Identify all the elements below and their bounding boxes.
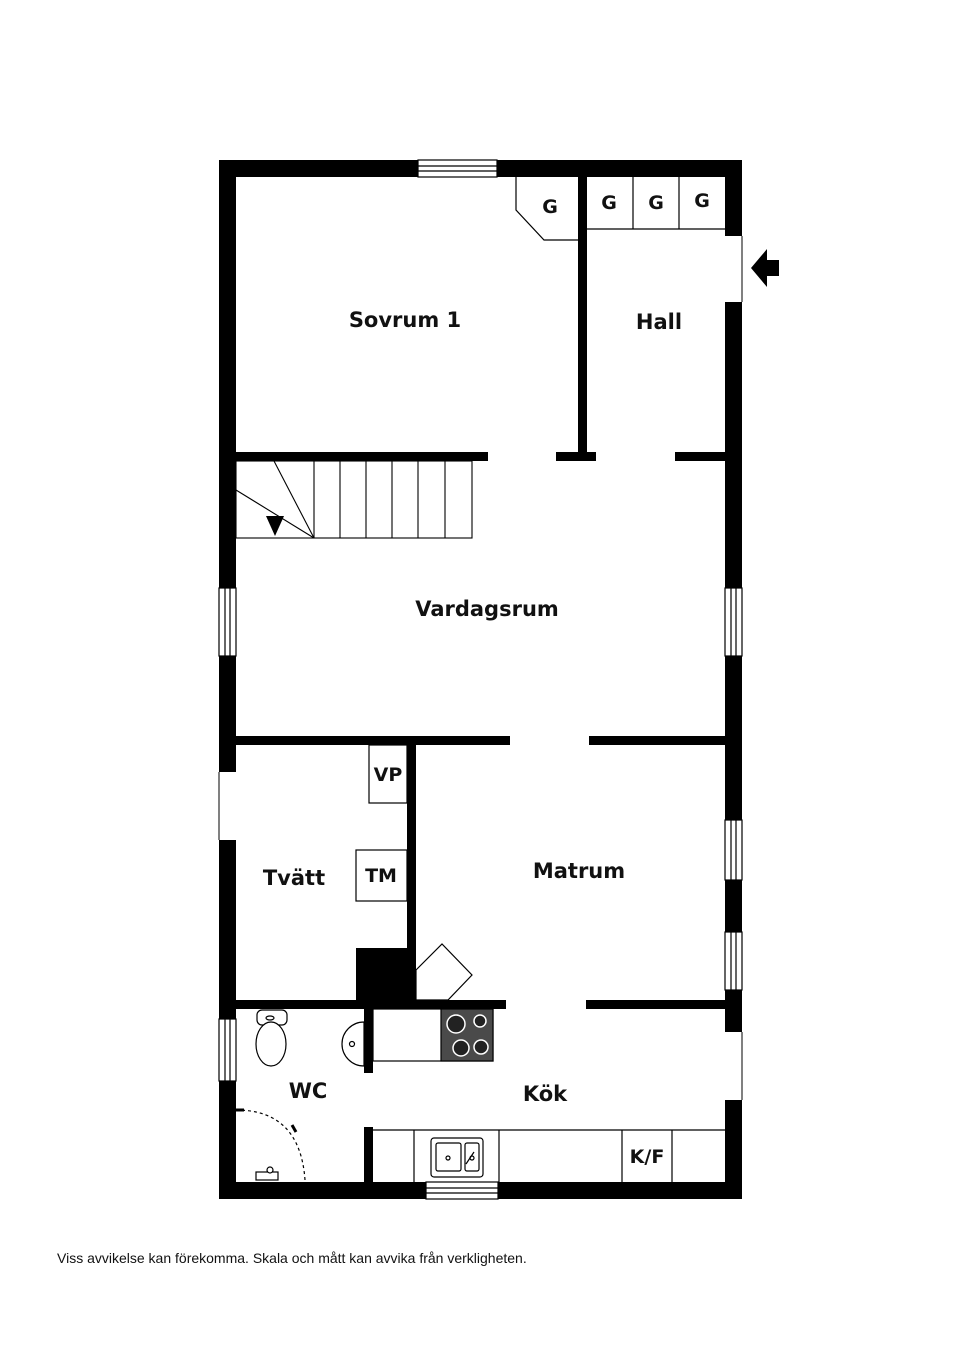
stove-icon <box>440 1008 494 1062</box>
wardrobe-label-hall-2: G <box>648 192 664 214</box>
wardrobe-label-hall-1: G <box>601 192 617 214</box>
door-panel-matrum <box>415 943 473 1001</box>
window-bottom <box>425 1181 499 1200</box>
window-right-matrum-1 <box>724 819 743 881</box>
window-left-wc <box>218 1018 237 1082</box>
wardrobes-hall <box>587 177 725 230</box>
window-left-vardagsrum <box>218 587 237 657</box>
window-right-matrum-2 <box>724 931 743 991</box>
disclaimer-text: Viss avvikelse kan förekomma. Skala och … <box>57 1250 527 1266</box>
toilet-icon <box>255 1009 288 1067</box>
stair-direction-arrow-icon <box>266 516 284 536</box>
wardrobe-sovrum <box>515 177 578 241</box>
window-right-vardagsrum <box>724 587 743 657</box>
room-label-kok: Kök <box>523 1082 568 1106</box>
door-openings <box>218 236 743 1100</box>
interior-walls <box>236 177 725 1182</box>
window-top <box>417 159 498 178</box>
windows <box>218 159 743 1200</box>
shower-mixer-icon <box>255 1166 279 1181</box>
washbasin-icon <box>341 1021 365 1067</box>
wardrobe-label-hall-3: G <box>694 190 710 212</box>
kitchen-sink-icon <box>430 1137 484 1178</box>
tm-box <box>355 849 408 902</box>
door-swing-wc <box>235 1108 306 1181</box>
outer-walls <box>219 160 742 1199</box>
vp-box <box>368 744 408 804</box>
room-label-vardagsrum: Vardagsrum <box>415 597 559 621</box>
entrance-arrow-icon <box>751 249 779 287</box>
kitchen-counter-bottom <box>373 1129 725 1182</box>
room-label-sovrum1: Sovrum 1 <box>349 308 461 332</box>
vp-label: VP <box>374 764 403 786</box>
room-label-matrum: Matrum <box>533 859 625 883</box>
wardrobe-label-sovrum: G <box>542 196 558 218</box>
room-label-wc: WC <box>289 1079 328 1103</box>
kf-label: K/F <box>630 1146 665 1168</box>
staircase <box>235 460 473 539</box>
room-label-tvatt: Tvätt <box>263 866 325 890</box>
room-label-hall: Hall <box>636 310 682 334</box>
tm-label: TM <box>365 865 397 887</box>
